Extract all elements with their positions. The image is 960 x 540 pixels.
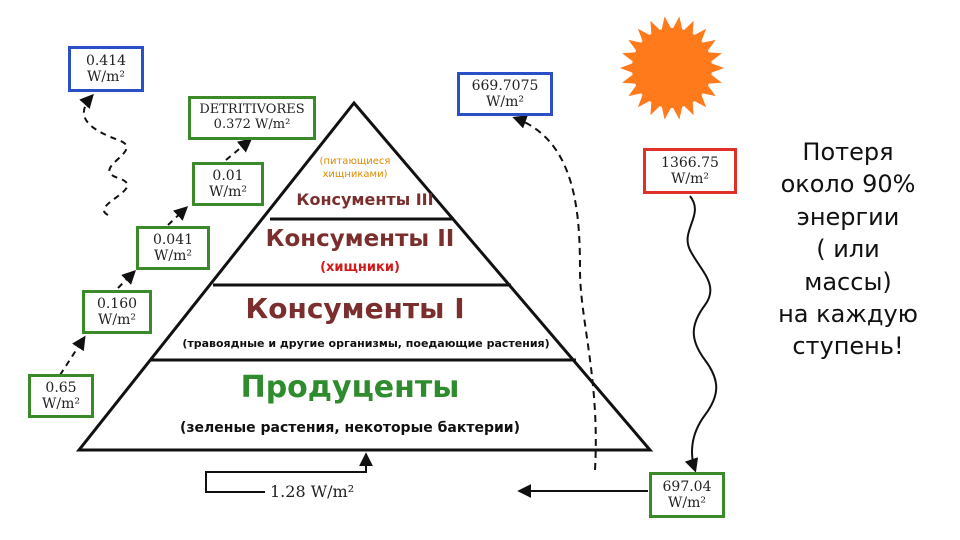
producer-input-arrow [205, 452, 373, 493]
message-line: ступень! [792, 332, 904, 361]
pyramid-outline [75, 100, 654, 452]
detritivores-box: DETRITIVORES 0.372 W/m² [188, 96, 316, 140]
reflected-energy-unit: W/m² [486, 94, 524, 111]
absorbed-energy-value: 697.04 [662, 479, 712, 495]
sun-icon [620, 16, 724, 120]
solar-energy-unit: W/m² [671, 171, 709, 188]
absorbed-energy-box: 697.04 W/m² [649, 472, 725, 518]
solar-energy-box: 1366.75 W/m² [643, 148, 737, 194]
reflected-energy-value: 669.7075 [471, 78, 539, 94]
producer-input-value: 1.28 W/m² [270, 482, 355, 501]
detritivores-label: DETRITIVORES [199, 102, 305, 117]
heat-loss-value: 0.414 [85, 53, 127, 69]
message-line: около 90% [780, 170, 916, 199]
primary-energy-value: 0.160 [96, 296, 138, 312]
producers-note: (зеленые растения, некоторые бактерии) [180, 420, 520, 436]
tertiary-energy-unit: W/m² [209, 184, 247, 201]
absorbed-energy-unit: W/m² [668, 495, 706, 512]
energy-flow-chain [59, 138, 253, 376]
primary-consumers-title: Консументы I [245, 292, 465, 325]
primary-energy-unit: W/m² [98, 312, 136, 329]
message-line: на каждую [778, 299, 918, 328]
producer-energy-value: 0.65 [45, 380, 77, 396]
secondary-energy-unit: W/m² [154, 248, 192, 265]
message-line: массы) [804, 267, 892, 296]
secondary-energy-box: 0.041 W/m² [136, 226, 210, 270]
secondary-energy-value: 0.041 [152, 232, 194, 248]
producers-title: Продуценты [240, 370, 460, 405]
tertiary-energy-box: 0.01 W/m² [192, 162, 264, 206]
secondary-consumers-title: Консументы II [265, 226, 455, 252]
solar-radiation-wave [684, 195, 718, 473]
tertiary-consumers-note: (питающиеся хищниками) [319, 156, 391, 180]
reflected-energy-arrow [512, 115, 597, 471]
message-line: Потеря [802, 138, 894, 166]
secondary-consumers-note: (хищники) [320, 260, 400, 275]
energy-loss-message: Потеря около 90% энергии ( или массы) на… [766, 136, 930, 363]
primary-consumers-note: (травоядные и другие организмы, поедающи… [182, 337, 550, 350]
tertiary-energy-value: 0.01 [212, 168, 244, 184]
solar-energy-value: 1366.75 [661, 155, 719, 171]
message-line: ( или [816, 235, 880, 264]
heat-loss-wave [79, 93, 129, 216]
producer-energy-box: 0.65 W/m² [28, 374, 94, 418]
message-line: энергии [796, 202, 900, 231]
heat-loss-unit: W/m² [87, 69, 125, 86]
primary-energy-box: 0.160 W/m² [82, 290, 152, 334]
producer-energy-unit: W/m² [42, 396, 80, 413]
reflected-energy-box: 669.7075 W/m² [457, 72, 553, 116]
heat-loss-box: 0.414 W/m² [68, 46, 144, 92]
detritivores-value: 0.372 W/m² [213, 116, 291, 132]
tertiary-consumers-title: Консументы III [296, 190, 434, 209]
